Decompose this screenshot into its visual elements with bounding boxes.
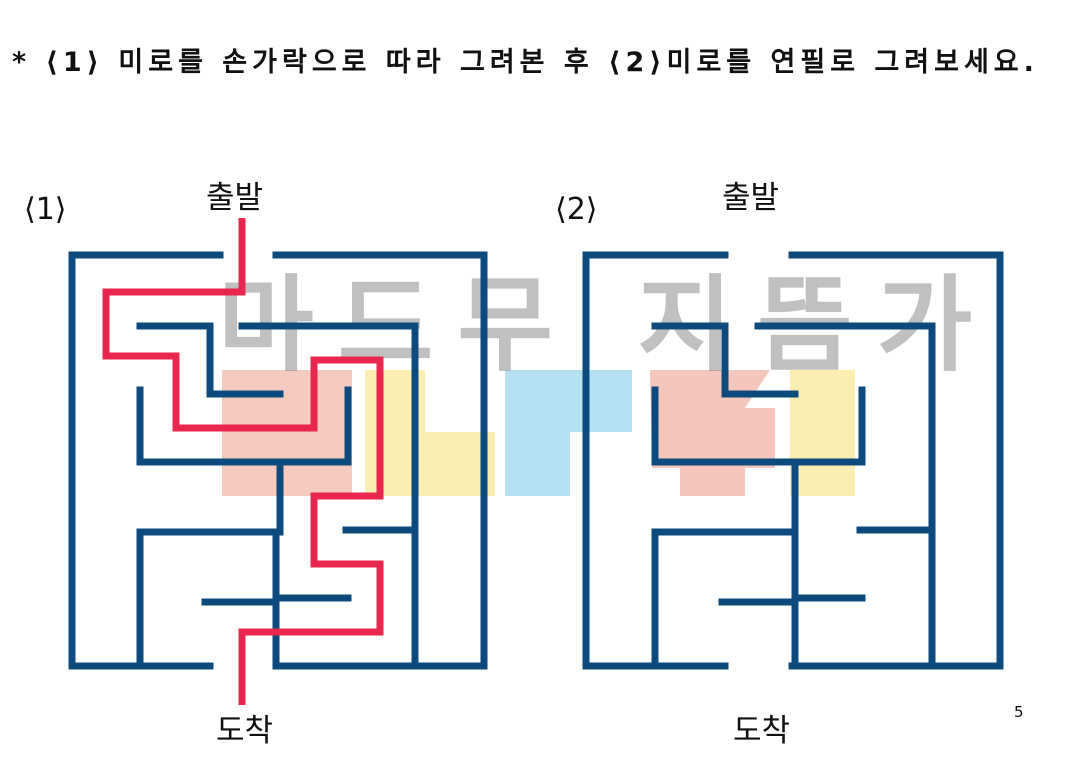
maze1-walls	[68, 251, 488, 670]
page-number: 5	[1014, 703, 1024, 721]
instruction-text: * ⟨1⟩ 미로를 손가락으로 따라 그려본 후 ⟨2⟩미로를 연필로 그려보세…	[12, 47, 1039, 78]
maze1-start-label: 출발	[206, 180, 264, 216]
logo-block-yellow-3	[790, 370, 855, 496]
maze1-label: ⟨1⟩	[24, 192, 67, 227]
maze1-solution-path	[102, 218, 384, 705]
maze2-goal-label: 도착	[733, 713, 791, 749]
maze2-label: ⟨2⟩	[555, 192, 598, 227]
maze1-goal-label: 도착	[216, 713, 274, 749]
maze2-walls	[582, 251, 1004, 670]
maze2-start-label: 출발	[722, 180, 780, 216]
logo-block-blue-1	[505, 370, 632, 496]
